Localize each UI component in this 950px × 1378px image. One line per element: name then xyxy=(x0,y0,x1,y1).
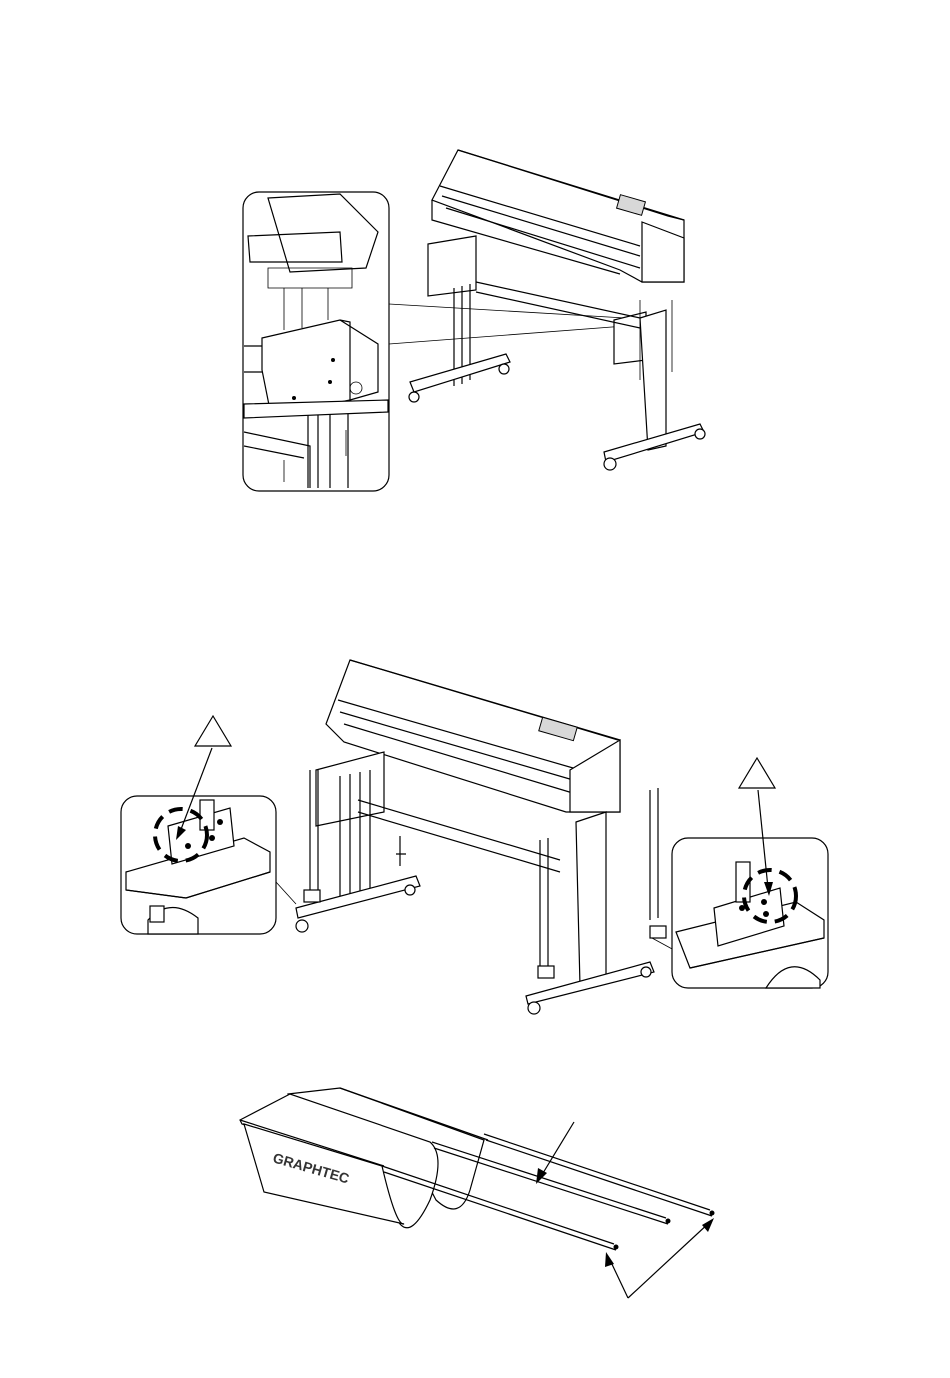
stand-leg-left xyxy=(409,284,510,402)
inset-right-roller-holder xyxy=(672,758,828,988)
warning-triangle-left-icon xyxy=(195,716,231,746)
figure-stand-mount xyxy=(243,150,705,491)
inset-left-roller-holder xyxy=(121,716,276,934)
warning-triangle-right-icon xyxy=(739,758,775,788)
inset-bracket-detail xyxy=(243,192,389,491)
figure-media-basket: GRAPHTEC xyxy=(240,1088,715,1298)
figure-stand-rollers xyxy=(121,660,828,1014)
